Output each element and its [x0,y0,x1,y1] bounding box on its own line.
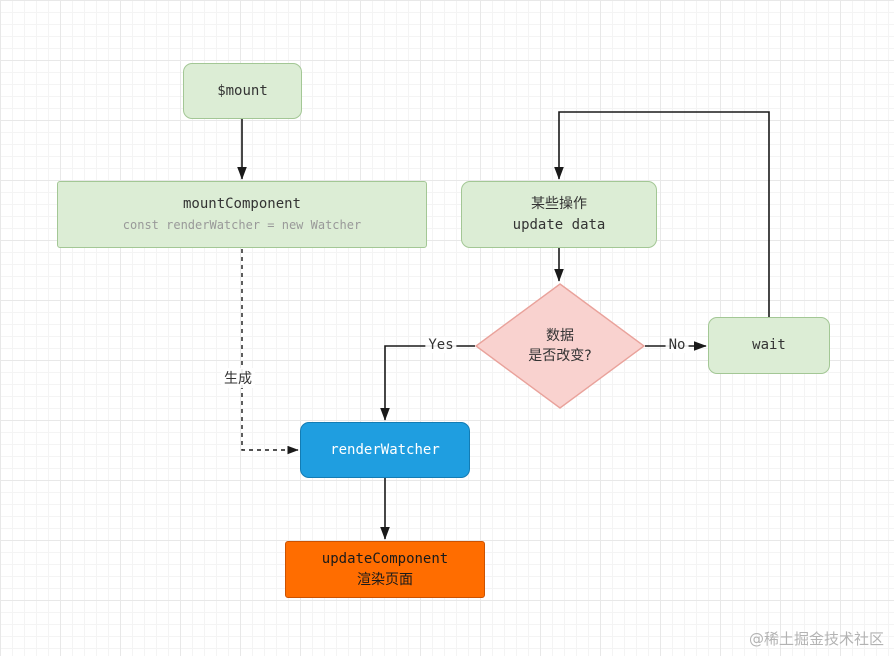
node-some-operations-line1: 某些操作 [531,196,587,213]
node-wait: wait [708,317,830,374]
node-mount-component: mountComponent const renderWatcher = new… [57,181,427,248]
node-update-component: updateComponent 渲染页面 [285,541,485,598]
node-mount-component-subtitle: const renderWatcher = new Watcher [122,218,362,233]
edge-wait-to-someops [554,111,770,317]
watermark: @稀土掘金技术社区 [748,630,884,648]
node-mount: $mount [183,63,302,119]
decision-diamond-shape [474,283,646,409]
node-decision-line2: 是否改变? [528,348,592,364]
edge-label-generate: 生成 [221,368,255,388]
node-update-component-line1: updateComponent [321,551,449,568]
node-render-watcher-label: renderWatcher [330,441,440,458]
node-mount-label: $mount [217,82,268,99]
node-decision: 数据 是否改变? [475,283,645,409]
node-mount-component-title: mountComponent [182,196,301,213]
node-render-watcher: renderWatcher [300,422,470,478]
node-some-operations-line2: update data [512,216,606,233]
edge-decision-to-renderwatcher [380,345,475,421]
edge-label-no: No [665,337,689,353]
node-update-component-line2: 渲染页面 [357,571,413,588]
node-some-operations: 某些操作 update data [461,181,657,248]
node-decision-line1: 数据 [546,327,574,344]
node-wait-label: wait [752,337,786,354]
edge-mountcomponent-to-renderwatcher [241,249,299,455]
edge-label-yes: Yes [425,337,457,353]
